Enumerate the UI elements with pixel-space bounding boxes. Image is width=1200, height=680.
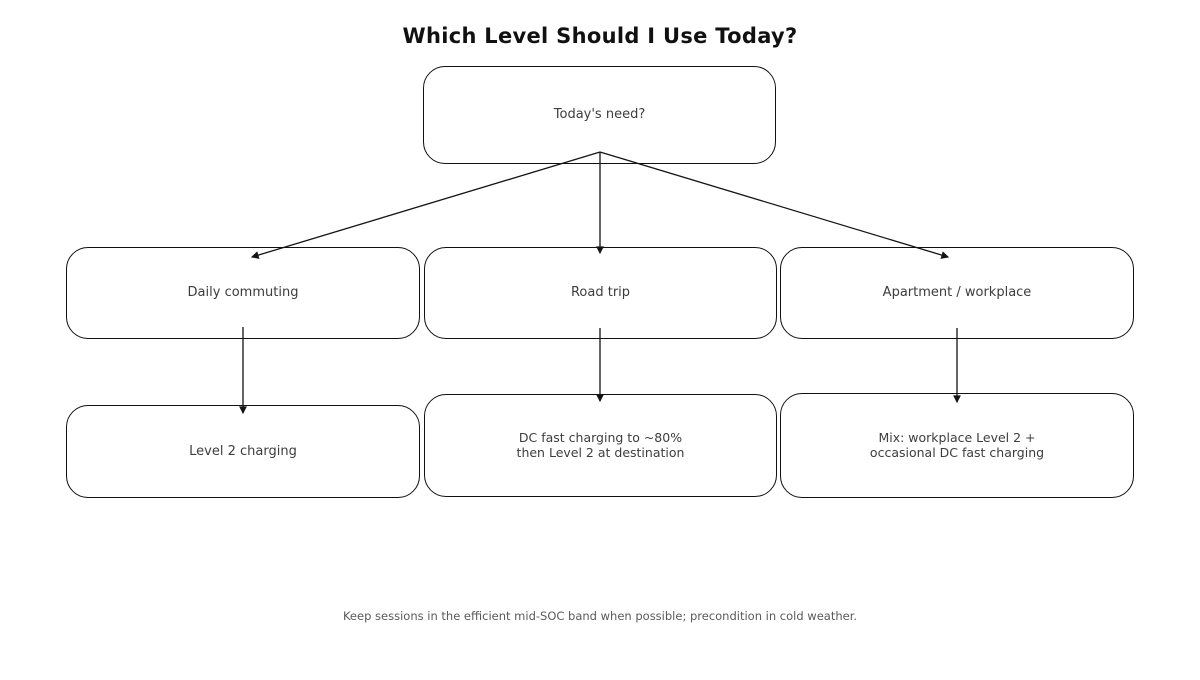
- node-level2-charging: Level 2 charging: [66, 405, 420, 498]
- node-road-trip-label: Road trip: [570, 285, 631, 301]
- node-daily-commuting: Daily commuting: [66, 247, 420, 339]
- node-road-trip: Road trip: [424, 247, 777, 339]
- arrow-root-to-daily-commuting: [250, 151, 601, 259]
- node-apartment-workplace-label: Apartment / workplace: [882, 285, 1032, 301]
- node-todays-need-label: Today's need?: [553, 107, 646, 123]
- node-dc-fast-charging: DC fast charging to ~80% then Level 2 at…: [424, 394, 777, 497]
- node-mix-charging-label: Mix: workplace Level 2 + occasional DC f…: [869, 429, 1045, 460]
- node-daily-commuting-label: Daily commuting: [187, 285, 299, 301]
- footer-note: Keep sessions in the efficient mid-SOC b…: [342, 609, 858, 623]
- node-mix-charging: Mix: workplace Level 2 + occasional DC f…: [780, 393, 1134, 498]
- node-apartment-workplace: Apartment / workplace: [780, 247, 1134, 339]
- page-title: Which Level Should I Use Today?: [402, 24, 798, 48]
- node-level2-charging-label: Level 2 charging: [189, 443, 297, 459]
- arrow-root-to-apartment-workplace: [599, 151, 950, 259]
- node-todays-need: Today's need?: [423, 66, 776, 164]
- node-dc-fast-charging-label: DC fast charging to ~80% then Level 2 at…: [516, 429, 685, 460]
